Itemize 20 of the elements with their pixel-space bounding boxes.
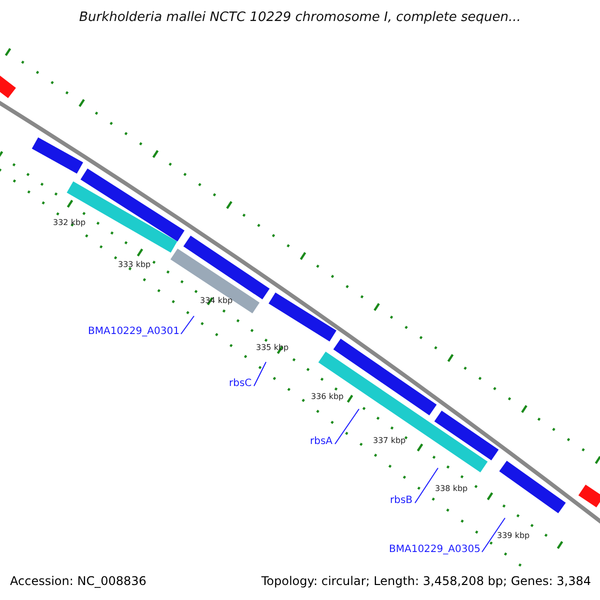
title: Burkholderia mallei NCTC 10229 chromosome I, complete sequen... bbox=[78, 10, 522, 25]
scale-label: 335 kbp bbox=[256, 343, 289, 352]
leader-line bbox=[334, 408, 360, 444]
scale-label: 339 kbp bbox=[497, 531, 530, 540]
leader-line bbox=[414, 468, 438, 504]
scale-label: 332 kbp bbox=[53, 218, 86, 227]
leader-line bbox=[254, 362, 266, 386]
gene-label: rbsB bbox=[390, 495, 413, 506]
gene-label: rbsC bbox=[229, 378, 252, 389]
gene-label: BMA10229_A0305 bbox=[389, 544, 480, 555]
info-text: Accession: NC_008836 bbox=[10, 574, 146, 588]
info-text: Topology: circular; Length: 3,458,208 bp; Genes: 3,384 bbox=[261, 574, 591, 588]
scale-label: 337 kbp bbox=[373, 436, 406, 445]
gene-label: BMA10229_A0301 bbox=[88, 326, 180, 337]
scale-label: 338 kbp bbox=[435, 484, 468, 493]
scale-label: 336 kbp bbox=[311, 392, 344, 401]
scale-label: 333 kbp bbox=[118, 260, 151, 269]
leader-line bbox=[180, 316, 194, 334]
gene-label: rbsA bbox=[310, 436, 333, 447]
leader-line bbox=[482, 518, 506, 552]
